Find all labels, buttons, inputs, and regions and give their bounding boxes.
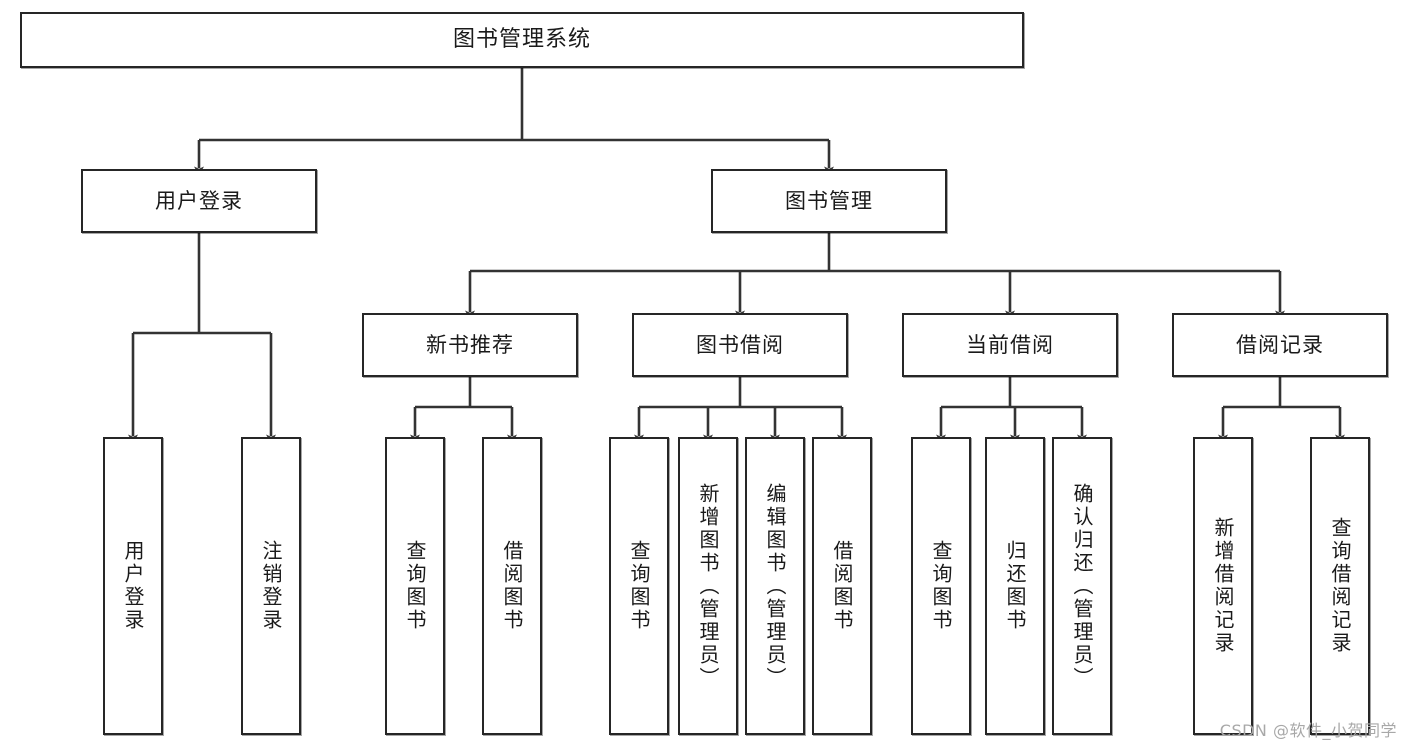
node-label-leaf-return-book: 归还图书 [1003, 540, 1027, 632]
node-label-leaf-query-book-borrow: 查询图书 [627, 540, 651, 632]
node-label-current-borrow: 当前借阅 [966, 332, 1054, 357]
node-label-leaf-edit-book: 编辑图书（管理员） [763, 482, 787, 690]
node-leaf-user-login[interactable]: 用户登录 [103, 437, 163, 735]
node-new-book-recommend[interactable]: 新书推荐 [362, 313, 578, 377]
node-leaf-query-book-borrow[interactable]: 查询图书 [609, 437, 669, 735]
node-leaf-query-book-current[interactable]: 查询图书 [911, 437, 971, 735]
node-label-new-book-recommend: 新书推荐 [426, 332, 514, 357]
node-label-book-borrow: 图书借阅 [696, 332, 784, 357]
node-leaf-query-book-new[interactable]: 查询图书 [385, 437, 445, 735]
node-leaf-query-borrow-record[interactable]: 查询借阅记录 [1310, 437, 1370, 735]
node-label-leaf-confirm-return: 确认归还（管理员） [1070, 482, 1094, 690]
node-leaf-borrow-book-new[interactable]: 借阅图书 [482, 437, 542, 735]
node-leaf-add-borrow-record[interactable]: 新增借阅记录 [1193, 437, 1253, 735]
node-current-borrow[interactable]: 当前借阅 [902, 313, 1118, 377]
node-leaf-edit-book[interactable]: 编辑图书（管理员） [745, 437, 805, 735]
node-label-book-management: 图书管理 [785, 188, 873, 213]
node-leaf-confirm-return[interactable]: 确认归还（管理员） [1052, 437, 1112, 735]
node-label-leaf-user-login: 用户登录 [121, 540, 145, 632]
node-label-leaf-add-borrow-record: 新增借阅记录 [1211, 517, 1235, 655]
node-label-leaf-query-book-current: 查询图书 [929, 540, 953, 632]
node-label-leaf-user-logout: 注销登录 [259, 540, 283, 632]
node-label-borrow-record: 借阅记录 [1236, 332, 1324, 357]
node-user-login[interactable]: 用户登录 [81, 169, 317, 233]
node-label-leaf-borrow-book-new: 借阅图书 [500, 540, 524, 632]
node-label-leaf-borrow-book: 借阅图书 [830, 540, 854, 632]
node-label-user-login: 用户登录 [155, 188, 243, 213]
node-book-management[interactable]: 图书管理 [711, 169, 947, 233]
node-root[interactable]: 图书管理系统 [20, 12, 1024, 68]
node-leaf-borrow-book[interactable]: 借阅图书 [812, 437, 872, 735]
watermark-text: CSDN @软件_小贺同学 [1219, 721, 1397, 740]
node-leaf-return-book[interactable]: 归还图书 [985, 437, 1045, 735]
node-book-borrow[interactable]: 图书借阅 [632, 313, 848, 377]
node-label-root: 图书管理系统 [452, 27, 591, 53]
node-borrow-record[interactable]: 借阅记录 [1172, 313, 1388, 377]
node-leaf-user-logout[interactable]: 注销登录 [241, 437, 301, 735]
node-leaf-add-book[interactable]: 新增图书（管理员） [678, 437, 738, 735]
node-label-leaf-query-book-new: 查询图书 [403, 540, 427, 632]
node-label-leaf-query-borrow-record: 查询借阅记录 [1328, 517, 1352, 655]
node-label-leaf-add-book: 新增图书（管理员） [696, 482, 720, 690]
